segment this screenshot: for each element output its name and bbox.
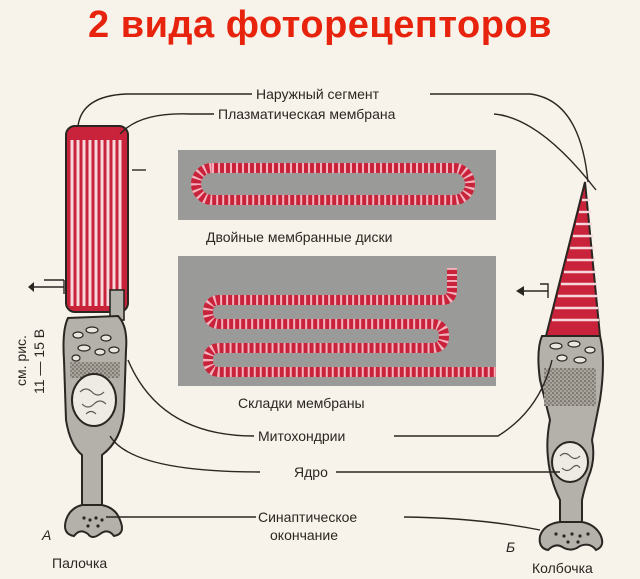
label-plasma-membrane: Плазматическая мембрана xyxy=(218,106,396,122)
page-title: 2 вида фоторецепторов xyxy=(88,4,552,46)
cone-folds xyxy=(552,198,599,322)
label-mitochondria: Митохондрии xyxy=(258,428,345,444)
label-cone: Колбочка xyxy=(532,560,593,576)
side-reference: см. рис. 11 — 15 В xyxy=(13,329,47,394)
label-side-ref-line2: 11 — 15 В xyxy=(31,329,47,394)
rod-synaptic-terminal xyxy=(64,504,123,538)
rod-mitochondria xyxy=(71,326,120,362)
label-synaptic-line1: Синаптическое xyxy=(258,509,357,525)
label-nucleus: Ядро xyxy=(294,464,328,480)
label-letter-a: А xyxy=(41,527,51,543)
cone-cell xyxy=(516,181,604,552)
label-outer-segment: Наружный сегмент xyxy=(256,86,380,102)
leader-lines xyxy=(77,93,597,531)
label-rod: Палочка xyxy=(52,555,107,571)
rod-discs xyxy=(70,140,122,306)
rod-cell xyxy=(28,125,129,538)
fold-panel xyxy=(178,256,496,386)
label-synaptic-line2: окончание xyxy=(270,527,338,543)
cone-nucleus xyxy=(551,441,589,483)
cone-mitochondria xyxy=(549,340,596,364)
cone-synaptic-terminal xyxy=(538,521,604,552)
rod-nucleus xyxy=(71,373,117,427)
double-disc-membrane xyxy=(191,163,475,205)
cone-inner-segment xyxy=(537,335,604,531)
label-membrane-folds: Складки мембраны xyxy=(238,395,365,411)
label-letter-b: Б xyxy=(506,539,515,555)
label-double-discs: Двойные мембранные диски xyxy=(206,229,392,245)
disc-panel xyxy=(178,150,496,220)
label-side-ref-line1: см. рис. xyxy=(13,335,29,386)
